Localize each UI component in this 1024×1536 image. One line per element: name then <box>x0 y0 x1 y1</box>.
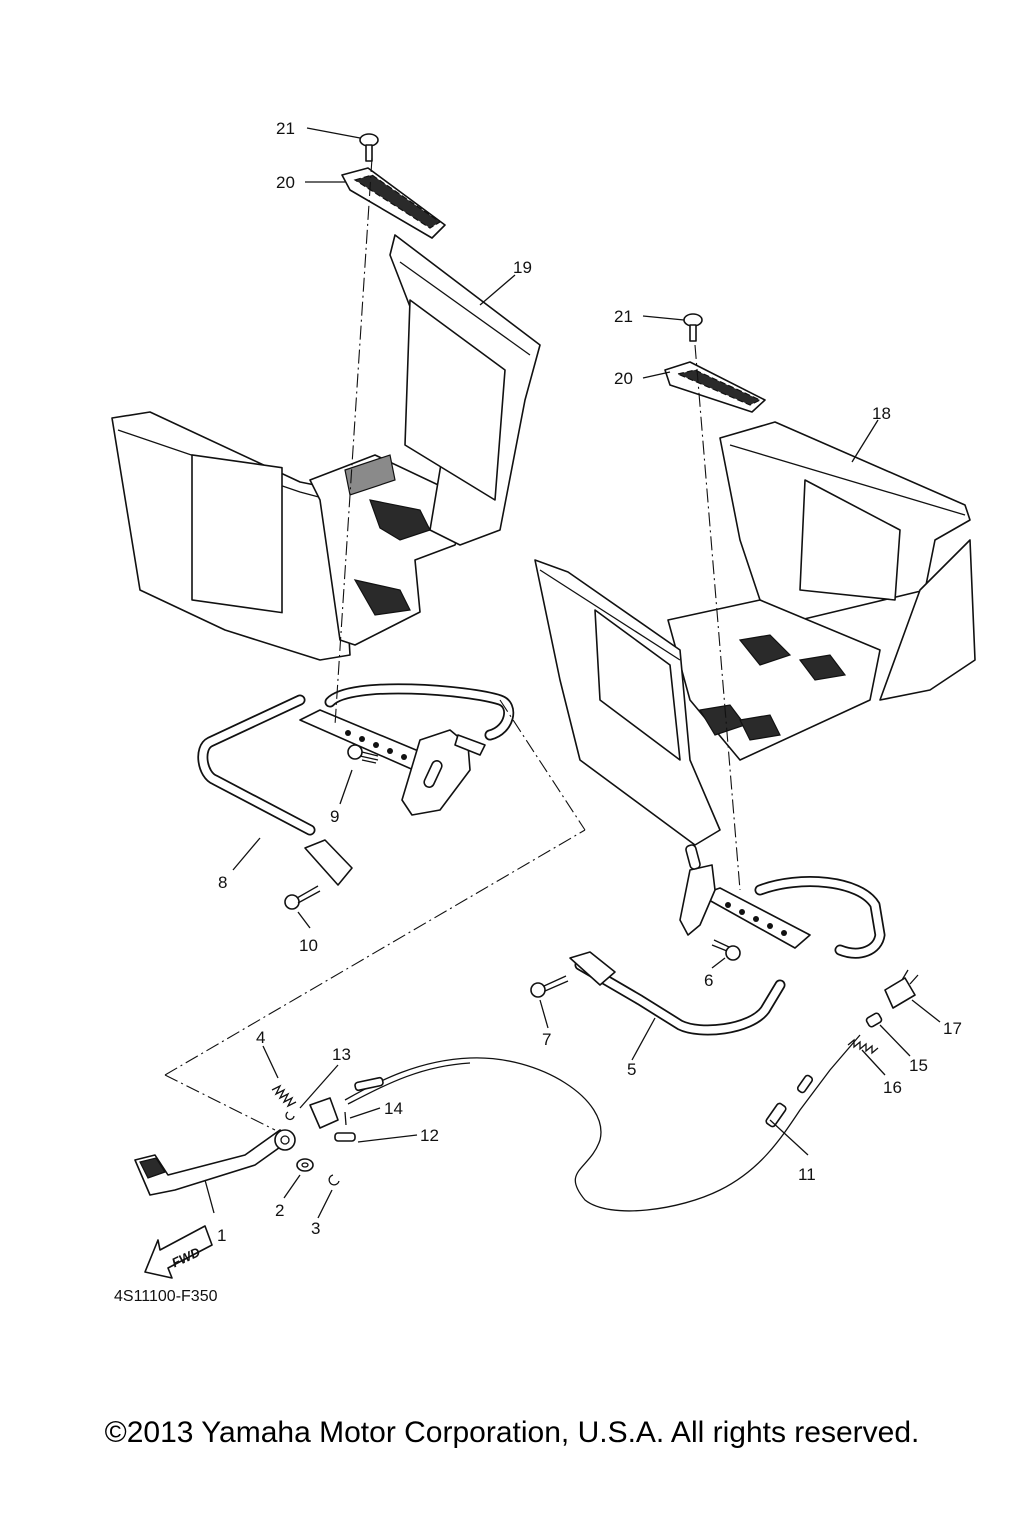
drawing-code: 4S11100-F350 <box>114 1288 218 1305</box>
callout-19: 19 <box>513 258 532 277</box>
callout-17: 17 <box>943 1019 962 1038</box>
circlip-3 <box>328 1174 340 1186</box>
callout-8: 8 <box>218 873 227 892</box>
forward-arrow-icon: FWD <box>144 1225 213 1279</box>
right-bolt-7 <box>530 975 569 998</box>
callout-20-right: 20 <box>614 369 633 388</box>
cable-end-17 <box>884 969 919 1009</box>
left-footrest-board <box>111 234 541 661</box>
brake-cable-11 <box>344 1034 861 1212</box>
callout-21-left: 21 <box>276 119 295 138</box>
left-foot-rubber <box>341 167 446 239</box>
callout-20-left: 20 <box>276 173 295 192</box>
callout-18: 18 <box>872 404 891 423</box>
callout-10: 10 <box>299 936 318 955</box>
callout-14: 14 <box>384 1099 403 1118</box>
left-footrest-bracket <box>197 683 515 886</box>
callout-numbers: 1 2 3 4 5 6 7 8 9 10 11 12 13 14 15 16 1… <box>217 119 962 1245</box>
cotter-pin-14 <box>344 1111 347 1126</box>
callout-5: 5 <box>627 1060 636 1079</box>
right-footrest-board <box>534 421 976 846</box>
right-footrest-bracket <box>569 844 886 1036</box>
brake-pedal <box>134 1129 296 1196</box>
washer-2 <box>296 1158 314 1172</box>
callout-9: 9 <box>330 807 339 826</box>
callout-4: 4 <box>256 1028 265 1047</box>
copyright-notice: ©2013 Yamaha Motor Corporation, U.S.A. A… <box>104 1416 920 1449</box>
spring-16 <box>847 1038 879 1055</box>
return-spring-4 <box>271 1084 297 1108</box>
callout-3: 3 <box>311 1219 320 1238</box>
callout-11: 11 <box>798 1165 816 1184</box>
callout-7: 7 <box>542 1030 551 1049</box>
left-bolt-10 <box>284 885 321 910</box>
callout-12: 12 <box>420 1126 439 1145</box>
callout-1: 1 <box>217 1226 226 1245</box>
callout-13: 13 <box>332 1045 351 1064</box>
callout-16: 16 <box>883 1078 902 1097</box>
right-bolt-6 <box>711 939 741 961</box>
pin-12 <box>334 1132 356 1142</box>
callout-2: 2 <box>275 1201 284 1220</box>
left-bolt-9 <box>347 744 379 764</box>
left-bolt <box>359 133 379 162</box>
right-bolt <box>683 313 703 342</box>
collar-15 <box>865 1012 883 1028</box>
clevis-13 <box>285 1097 339 1129</box>
right-foot-rubber <box>664 361 766 413</box>
guide-lines <box>164 127 941 1219</box>
callout-21-right: 21 <box>614 307 633 326</box>
callout-6: 6 <box>704 971 713 990</box>
callout-15: 15 <box>909 1056 928 1075</box>
